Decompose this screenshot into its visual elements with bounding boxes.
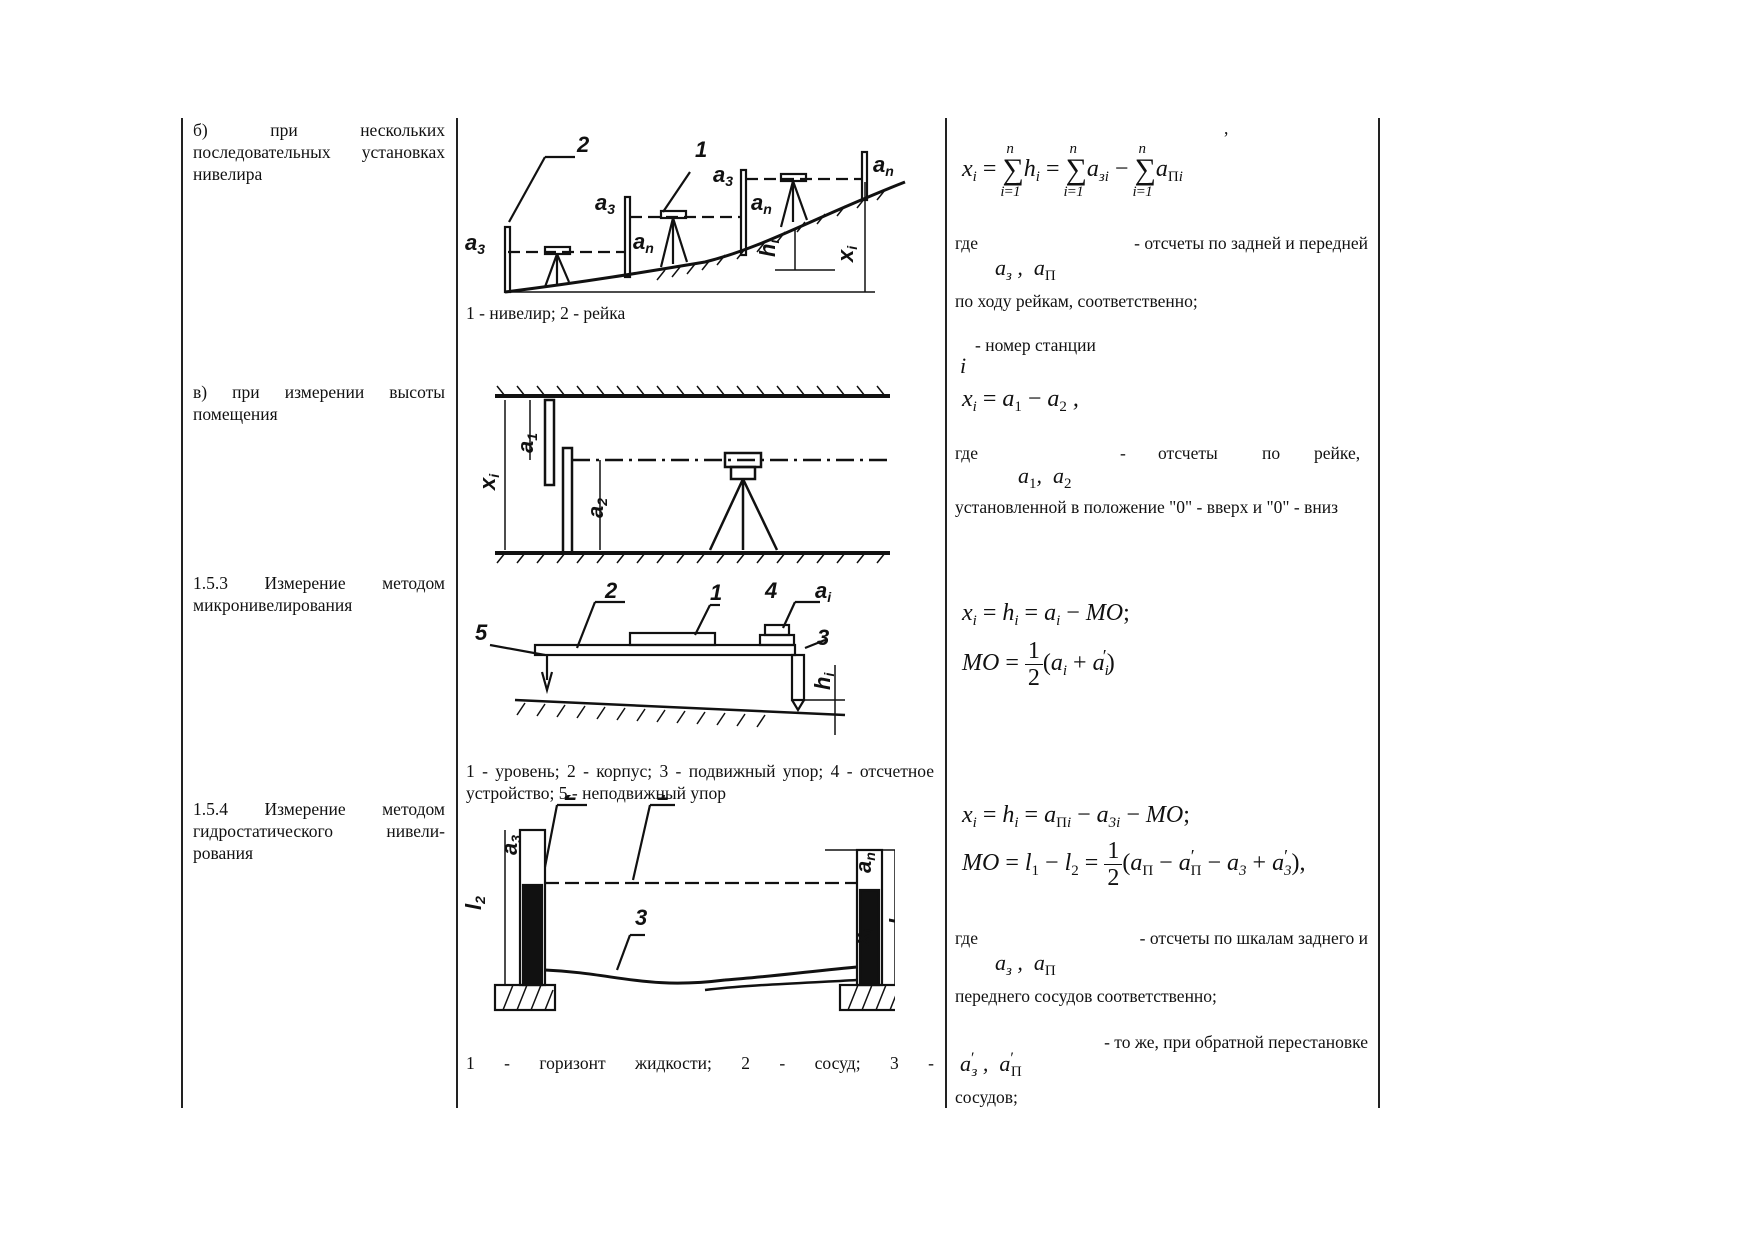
same-text: - то же, при обратной перестановке bbox=[1104, 1032, 1368, 1052]
svg-text:2: 2 bbox=[564, 795, 578, 805]
where3-symbols: aз , aП bbox=[995, 950, 1056, 979]
table-border-col2 bbox=[456, 118, 458, 1108]
comma-mark: , bbox=[1224, 118, 1229, 138]
svg-text:a3: a3 bbox=[713, 162, 733, 189]
svg-text:a3: a3 bbox=[497, 835, 524, 855]
row1-heading: б) при нескольких последовательных устан… bbox=[193, 120, 445, 184]
svg-text:xi: xi bbox=[849, 928, 876, 946]
table-border-left bbox=[181, 118, 183, 1108]
where1-cont: по ходу рейкам, соответственно; bbox=[955, 291, 1198, 311]
figure-micronivelling: 2 1 4 ai 5 3 hi bbox=[475, 578, 846, 735]
figure-room-height: a1 xi a2 bbox=[475, 385, 890, 564]
where2-symbols: a1, a2 bbox=[1018, 463, 1072, 492]
same-symbols: a′з , a′П bbox=[960, 1050, 1022, 1080]
svg-text:an: an bbox=[751, 190, 772, 217]
svg-text:ai: ai bbox=[815, 578, 832, 605]
where2-label: где bbox=[955, 443, 978, 463]
svg-text:xi: xi bbox=[833, 245, 860, 263]
svg-text:a1: a1 bbox=[513, 433, 540, 453]
formula-hydro: xi = hi = aПi − a3i − MO; bbox=[962, 802, 1190, 831]
svg-text:4: 4 bbox=[764, 578, 777, 603]
svg-text:hi: hi bbox=[810, 672, 837, 690]
formula-micro: xi = hi = ai − MO; bbox=[962, 600, 1130, 629]
where1-label: где bbox=[955, 233, 978, 253]
svg-text:an: an bbox=[633, 229, 654, 256]
svg-text:a3: a3 bbox=[465, 230, 485, 257]
row2-heading: в) при измерении высоты помещения bbox=[193, 382, 445, 424]
svg-text:l1: l1 bbox=[885, 911, 895, 925]
where2-word2: по bbox=[1262, 443, 1281, 463]
svg-text:1: 1 bbox=[695, 137, 707, 162]
svg-text:5: 5 bbox=[475, 620, 488, 645]
where2-cont: установленной в положение "0" - вверх и … bbox=[955, 497, 1339, 517]
svg-text:2: 2 bbox=[604, 578, 618, 603]
same-cont: сосудов; bbox=[955, 1087, 1018, 1107]
svg-text:a2: a2 bbox=[583, 498, 610, 518]
row4-heading: 1.5.4 Измерение методом гидростатическог… bbox=[193, 799, 445, 863]
where3-label: где bbox=[955, 928, 978, 948]
station-text: - номер станции bbox=[975, 335, 1096, 355]
svg-text:1: 1 bbox=[710, 580, 722, 605]
svg-text:1: 1 bbox=[657, 795, 669, 805]
station-symbol: i bbox=[960, 353, 967, 378]
figure1-caption: 1 - нивелир; 2 - рейка bbox=[466, 303, 626, 323]
table-border-col3 bbox=[945, 118, 947, 1108]
where3-text: - отсчеты по шкалам заднего и bbox=[1139, 928, 1368, 948]
formula-room: xi = a1 − a2 , bbox=[962, 386, 1079, 415]
where2-dash: - bbox=[1120, 443, 1126, 463]
table-border-right bbox=[1378, 118, 1380, 1108]
row3-heading: 1.5.3 Измерение методом микронивелирован… bbox=[193, 573, 445, 615]
figure-leveling-stations: 2 1 a3 a3 an a3 an an hi xi bbox=[465, 132, 906, 294]
where3-cont: переднего сосудов соответственно; bbox=[955, 986, 1217, 1006]
svg-text:hi: hi bbox=[755, 239, 782, 257]
figure3-caption: 1 - уровень; 2 - корпус; 3 - подвижный у… bbox=[466, 761, 934, 803]
svg-text:2: 2 bbox=[576, 132, 590, 157]
svg-text:l2: l2 bbox=[465, 896, 488, 910]
where1-text: - отсчеты по задней и передней bbox=[1134, 233, 1368, 253]
svg-text:an: an bbox=[873, 152, 894, 179]
figure-hydrostatic: 2 1 a3 l2 3 an xi l1 bbox=[465, 795, 895, 1012]
svg-text:xi: xi bbox=[475, 473, 502, 491]
svg-text:3: 3 bbox=[635, 905, 647, 930]
figure4-caption: 1 - горизонт жидкости; 2 - сосуд; 3 - bbox=[466, 1053, 934, 1073]
where2-word3: рейке, bbox=[1314, 443, 1361, 463]
where2-word1: отсчеты bbox=[1158, 443, 1218, 463]
where1-symbols: aз , aП bbox=[995, 255, 1056, 284]
svg-text:an: an bbox=[851, 852, 878, 873]
svg-text:3: 3 bbox=[817, 625, 829, 650]
svg-text:a3: a3 bbox=[595, 190, 615, 217]
